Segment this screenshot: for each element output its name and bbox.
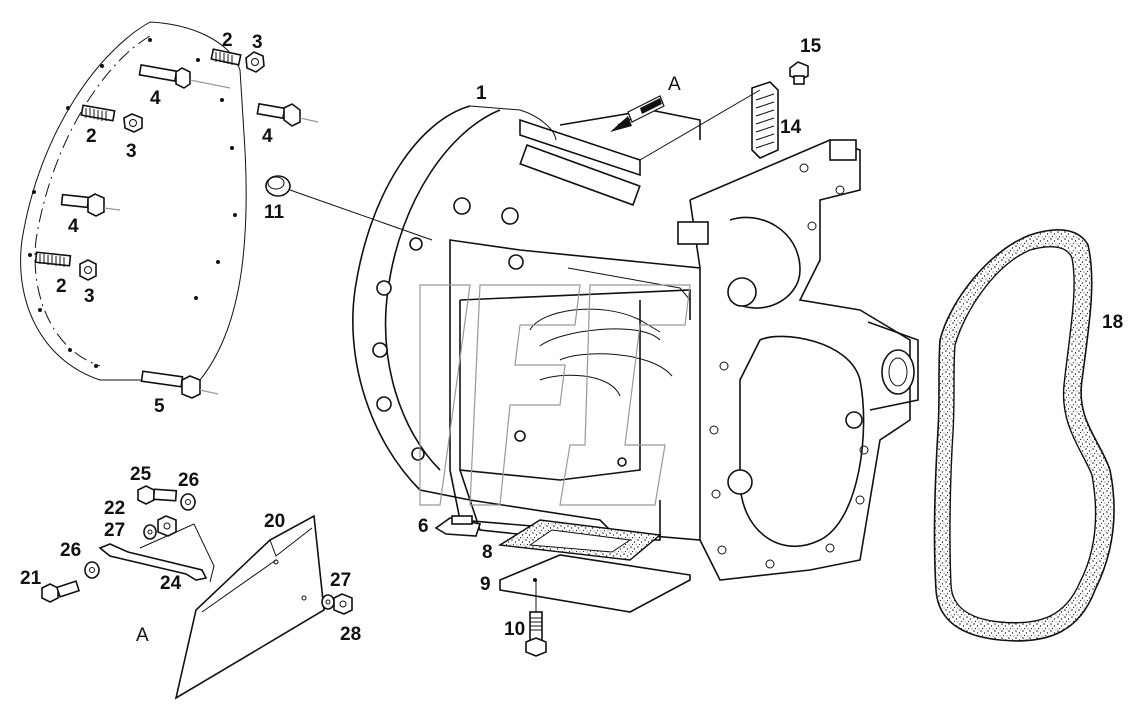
label-8: 8 (482, 542, 493, 563)
breather-cover (639, 81, 779, 161)
callout-labels: 1 2 2 2 3 3 3 4 4 4 5 6 8 9 10 11 14 15 … (20, 30, 1123, 646)
hex-bolt (256, 102, 319, 127)
label-3: 3 (252, 32, 263, 53)
label-4: 4 (262, 126, 273, 147)
label-18: 18 (1102, 312, 1123, 333)
label-2: 2 (56, 276, 67, 297)
label-15: 15 (800, 36, 822, 57)
pan-gasket (497, 519, 662, 561)
label-6: 6 (418, 516, 429, 537)
label-4: 4 (150, 88, 161, 109)
label-27: 27 (104, 520, 125, 541)
washer-27 (143, 524, 157, 540)
label-27: 27 (330, 570, 351, 591)
washer-26 (84, 561, 100, 579)
washer-26b (180, 493, 196, 511)
label-1: 1 (476, 83, 487, 104)
label-2: 2 (86, 126, 97, 147)
label-4: 4 (68, 216, 79, 237)
nut-28 (333, 593, 353, 615)
label-25: 25 (130, 464, 152, 485)
guard-plate (174, 514, 325, 700)
stud-bolt (34, 251, 72, 267)
label-22: 22 (104, 498, 125, 519)
bolt-21 (41, 580, 81, 603)
label-24: 24 (160, 573, 182, 594)
gasket (933, 229, 1115, 642)
label-28: 28 (340, 624, 361, 645)
cover-plate-group (20, 21, 433, 399)
label-11: 11 (264, 202, 285, 223)
transmission-housing (352, 95, 919, 581)
screw (789, 61, 809, 85)
label-5: 5 (154, 396, 165, 417)
watermark (419, 284, 691, 506)
stud-bolt (210, 48, 242, 66)
hex-nut (245, 51, 265, 73)
label-14: 14 (780, 117, 802, 138)
detail-view-label: A (136, 625, 149, 646)
washer-27b (321, 594, 335, 610)
label-26: 26 (178, 470, 199, 491)
bolt-25 (137, 485, 178, 505)
hex-bolt (60, 193, 121, 217)
hex-nut (79, 259, 97, 281)
hex-bolt-long (140, 370, 219, 399)
cover-bolt-holes (28, 38, 237, 368)
label-21: 21 (20, 568, 42, 589)
nut-22 (157, 515, 177, 537)
label-3: 3 (126, 141, 137, 162)
stud-bolt (80, 104, 116, 122)
label-2: 2 (222, 30, 233, 51)
label-9: 9 (480, 574, 491, 595)
cover-plate (499, 554, 691, 613)
sealing-plug (265, 175, 433, 241)
hex-bolt-bottom (525, 580, 547, 657)
label-20: 20 (264, 511, 285, 532)
label-10: 10 (504, 619, 525, 640)
view-arrow-label: A (668, 74, 681, 95)
hex-nut (123, 113, 143, 133)
hex-bolt (138, 64, 231, 89)
clip (434, 515, 482, 537)
label-3: 3 (84, 286, 95, 307)
label-26: 26 (60, 540, 81, 561)
view-direction-arrow (610, 95, 665, 132)
